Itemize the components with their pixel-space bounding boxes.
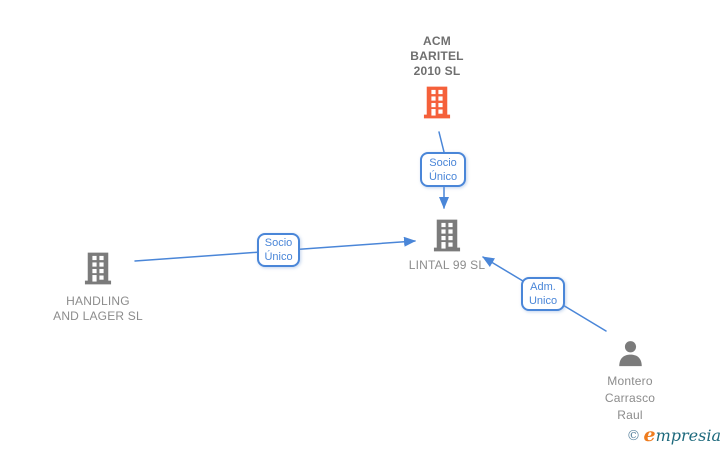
entity-label-line: BARITEL xyxy=(410,49,464,63)
relation-label-line: Único xyxy=(428,170,458,183)
node-handling-and-lager-sl[interactable]: HANDLING AND LAGER SL xyxy=(38,252,158,324)
relation-label-adm-unico: Adm. Unico xyxy=(521,277,565,311)
relation-label-line: Adm. xyxy=(530,281,556,293)
brand-name: mpresia xyxy=(655,426,721,445)
entity-label-line: AND LAGER SL xyxy=(53,309,143,323)
empresia-logo[interactable]: ©empresia xyxy=(627,424,722,446)
building-icon xyxy=(423,86,451,119)
entity-label: Montero Carrasco Raul xyxy=(605,373,655,424)
building-icon xyxy=(84,252,112,285)
node-montero-carrasco-raul[interactable]: Montero Carrasco Raul xyxy=(570,340,690,424)
entity-label-line: Montero xyxy=(607,374,653,388)
relation-label-line: Socio xyxy=(264,237,293,249)
person-icon xyxy=(617,340,644,367)
entity-label: HANDLING AND LAGER SL xyxy=(53,294,143,324)
relation-label-socio-unico-left: Socio Único xyxy=(257,233,300,267)
entity-label: ACM BARITEL 2010 SL xyxy=(410,34,463,79)
node-acm-baritel-2010-sl[interactable]: ACM BARITEL 2010 SL xyxy=(377,34,497,119)
edge-acm-to-sociobox xyxy=(438,131,445,153)
entity-label-line: Carrasco xyxy=(604,391,656,405)
entity-label-line: Raul xyxy=(617,408,643,422)
relation-label-socio-unico-top: Socio Único xyxy=(420,152,466,187)
entity-label: LINTAL 99 SL xyxy=(409,258,485,273)
building-icon xyxy=(433,219,461,252)
brand-initial: e xyxy=(643,424,656,446)
node-lintal-99-sl[interactable]: LINTAL 99 SL xyxy=(387,219,507,273)
entity-label-line: 2010 SL xyxy=(413,64,461,78)
relation-label-line: Único xyxy=(264,251,293,263)
relation-label-line: Socio xyxy=(429,156,457,169)
entity-label-line: LINTAL 99 SL xyxy=(408,258,486,272)
entity-label-line: ACM xyxy=(423,34,451,48)
relation-label-line: Unico xyxy=(528,295,558,307)
entity-label-line: HANDLING xyxy=(66,294,130,308)
copyright-symbol: © xyxy=(626,428,641,444)
